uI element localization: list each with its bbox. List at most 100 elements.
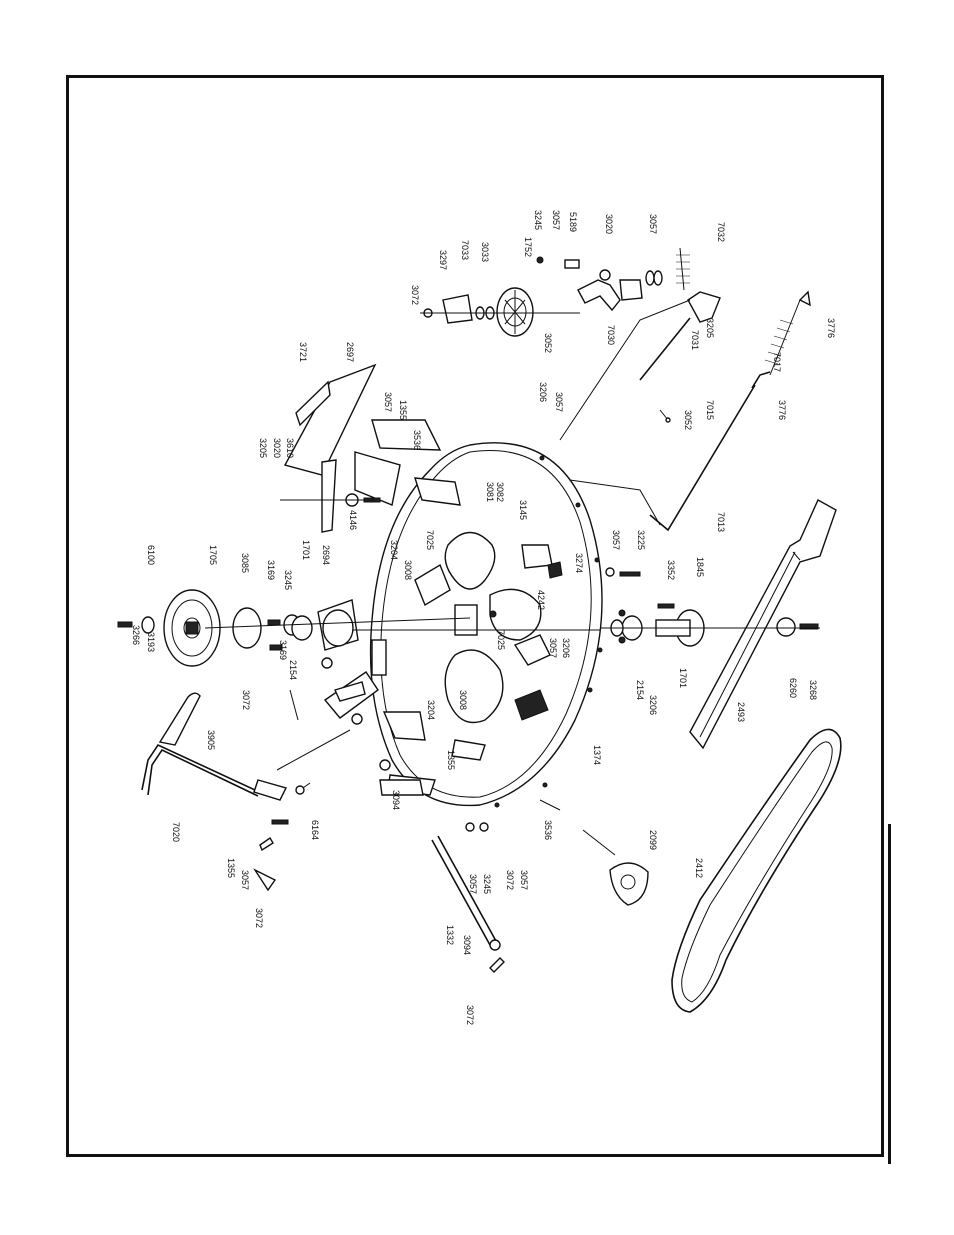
part-number-label: 3205 (258, 438, 268, 458)
part-number-label: 7033 (460, 240, 470, 260)
part-number-label: 3057 (468, 874, 478, 894)
part-number-label: 3094 (462, 935, 472, 955)
part-number-label: 3206 (648, 695, 658, 715)
part-number-label: 1355 (226, 858, 236, 878)
part-number-label: 6100 (146, 545, 156, 565)
part-number-label: 7025 (496, 630, 506, 650)
part-number-label: 3094 (391, 790, 401, 810)
part-number-label: 3297 (438, 250, 448, 270)
part-number-label: 3193 (146, 632, 156, 652)
part-number-label: 3776 (777, 400, 787, 420)
part-number-label: 3206 (561, 638, 571, 658)
part-number-label: 3072 (254, 908, 264, 928)
part-number-label: 3206 (538, 382, 548, 402)
part-number-label: 3085 (240, 553, 250, 573)
part-number-label: 3057 (611, 530, 621, 550)
part-number-label: 3008 (458, 690, 468, 710)
part-number-label: 3057 (648, 214, 658, 234)
part-number-label: 7025 (425, 530, 435, 550)
part-number-label: 3020 (272, 438, 282, 458)
idler-pulley-arm (420, 247, 721, 337)
part-number-label: 2694 (321, 545, 331, 565)
part-number-label: 3057 (383, 392, 393, 412)
part-number-label: 3057 (554, 392, 564, 412)
part-number-label: 3057 (519, 870, 529, 890)
part-number-label: 3052 (543, 333, 553, 353)
lower-rod-guard (253, 739, 649, 973)
part-number-label: 2697 (345, 342, 355, 362)
part-number-label: 7013 (716, 512, 726, 532)
part-number-label: 3204 (389, 540, 399, 560)
part-number-label: 4146 (348, 510, 358, 530)
part-number-label: 3072 (465, 1005, 475, 1025)
part-number-label: 6164 (310, 820, 320, 840)
control-rods-springs (559, 290, 811, 532)
part-number-label: 3169 (278, 640, 288, 660)
part-number-label: 3072 (241, 690, 251, 710)
part-number-label: 6260 (788, 678, 798, 698)
part-number-label: 3072 (410, 285, 420, 305)
part-number-label: 3905 (206, 730, 216, 750)
part-number-label: 7030 (606, 325, 616, 345)
part-number-label: 7015 (705, 400, 715, 420)
part-number-label: 3268 (808, 680, 818, 700)
part-number-label: 3008 (403, 560, 413, 580)
part-number-label: 3776 (826, 318, 836, 338)
part-number-label: 4242 (536, 590, 546, 610)
part-number-label: 5189 (568, 212, 578, 232)
part-number-label: 2154 (635, 680, 645, 700)
part-number-label: 3020 (604, 214, 614, 234)
part-number-label: 3245 (482, 874, 492, 894)
part-number-label: 1355 (446, 750, 456, 770)
part-number-label: 3057 (551, 210, 561, 230)
part-number-label: 1374 (592, 745, 602, 765)
part-number-label: 2493 (736, 702, 746, 722)
part-number-label: 3057 (548, 638, 558, 658)
part-number-label: 3721 (298, 342, 308, 362)
part-number-label: 3072 (505, 870, 515, 890)
part-number-label: 3245 (283, 570, 293, 590)
part-number-label: 3033 (480, 242, 490, 262)
part-number-label: 2154 (288, 660, 298, 680)
part-number-label: 3352 (666, 560, 676, 580)
part-number-label: 3052 (683, 410, 693, 430)
part-number-label: 1752 (523, 237, 533, 257)
part-number-label: 1355 (398, 400, 408, 420)
part-number-label: 3274 (574, 553, 584, 573)
diagram-frame (66, 75, 884, 1157)
part-number-label: 7020 (171, 822, 181, 842)
part-number-label: 3245 (533, 210, 543, 230)
drive-belt (671, 728, 842, 1013)
part-number-label: 3057 (240, 870, 250, 890)
part-number-label: 7031 (690, 330, 700, 350)
part-number-label: 2412 (694, 858, 704, 878)
mower-blade (600, 499, 837, 750)
part-number-label: 3081 (485, 482, 495, 502)
belt-guide-bracket (280, 363, 461, 533)
part-number-label: 3082 (495, 482, 505, 502)
part-number-label: 1332 (445, 925, 455, 945)
part-number-label: 2099 (648, 830, 658, 850)
part-number-label: 3536 (412, 430, 422, 450)
part-number-label: 7017 (772, 352, 782, 372)
mower-deck (369, 442, 603, 808)
part-number-label: 1705 (208, 545, 218, 565)
part-number-label: 1701 (678, 668, 688, 688)
part-number-label: 3610 (285, 438, 295, 458)
part-number-label: 1701 (301, 540, 311, 560)
part-number-label: 3204 (426, 700, 436, 720)
part-number-label: 1845 (695, 557, 705, 577)
part-number-label: 3536 (543, 820, 553, 840)
margin-bar (888, 824, 891, 1164)
handle-assembly (141, 692, 288, 801)
part-number-label: 3266 (131, 625, 141, 645)
part-number-label: 3169 (266, 560, 276, 580)
spindle-pulley-assembly (117, 589, 600, 669)
part-number-label: 3225 (636, 530, 646, 550)
part-number-label: 3145 (518, 500, 528, 520)
part-number-label: 3205 (705, 318, 715, 338)
part-number-label: 7032 (716, 222, 726, 242)
part-number-labels: 3266 3193 6100 1705 3085 3169 3245 1701 2694 3072… (131, 210, 836, 1025)
